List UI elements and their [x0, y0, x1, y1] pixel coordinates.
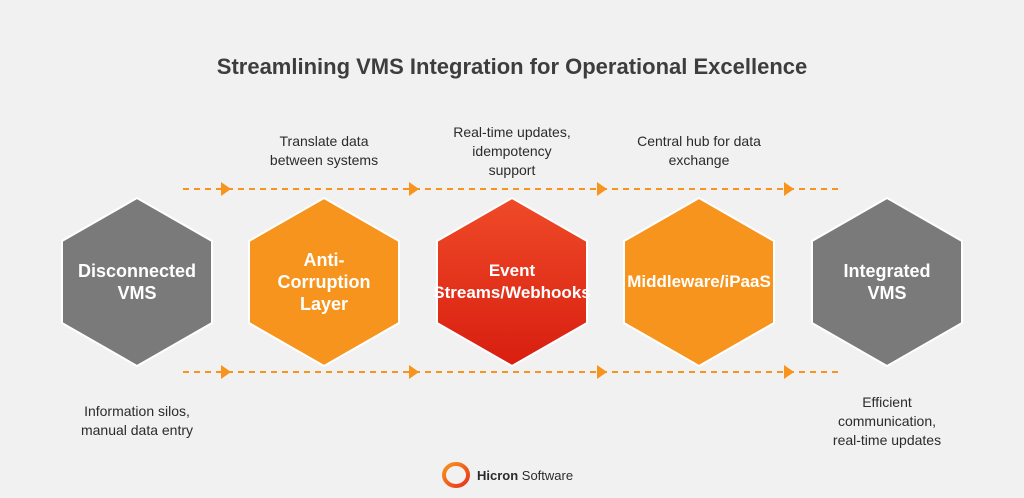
arrowhead-icon: [221, 365, 231, 379]
caption-middleware: Central hub for data exchange: [637, 133, 761, 168]
hicron-software-logo: Hicron Software: [441, 460, 573, 490]
top-arrowheads: [221, 182, 794, 196]
brand-name: Hicron Software: [477, 467, 574, 483]
caption-event-streams: Real-time updates, idempotency support: [453, 124, 571, 178]
node-label: Integrated VMS: [843, 261, 931, 303]
hicron-ring-icon: [442, 462, 470, 488]
arrowhead-icon: [597, 182, 607, 196]
bottom-arrowheads: [221, 365, 794, 379]
node-label: Event Streams/Webhooks: [434, 261, 590, 302]
caption-integrated-vms: Efficient communication, real-time updat…: [832, 394, 942, 448]
node-event-streams-webhooks: Event Streams/Webhooks: [434, 196, 590, 368]
node-label: Anti- Corruption Layer: [277, 250, 371, 314]
hexagon-shape: [436, 196, 588, 368]
node-label: Disconnected VMS: [77, 261, 197, 303]
caption-anti-corruption-layer: Translate data between systems: [269, 133, 379, 168]
arrowhead-icon: [597, 365, 607, 379]
node-anti-corruption-layer: Anti- Corruption Layer: [246, 196, 402, 368]
arrowhead-icon: [784, 182, 794, 196]
arrowhead-icon: [221, 182, 231, 196]
caption-disconnected-vms: Information silos, manual data entry: [80, 403, 194, 438]
diagram-title: Streamlining VMS Integration for Operati…: [216, 54, 808, 79]
hexagon-shape: [61, 196, 213, 368]
arrowhead-icon: [409, 365, 419, 379]
arrowhead-icon: [784, 365, 794, 379]
arrowhead-icon: [409, 182, 419, 196]
node-integrated-vms: Integrated VMS: [809, 196, 965, 368]
node-middleware-ipaas: Middleware/iPaaS: [621, 196, 777, 368]
node-label: Middleware/iPaaS: [627, 272, 771, 291]
hexagon-shape: [811, 196, 963, 368]
node-disconnected-vms: Disconnected VMS: [59, 196, 215, 368]
hexagon-shape: [623, 196, 775, 368]
hexagon-shape: [248, 196, 400, 368]
